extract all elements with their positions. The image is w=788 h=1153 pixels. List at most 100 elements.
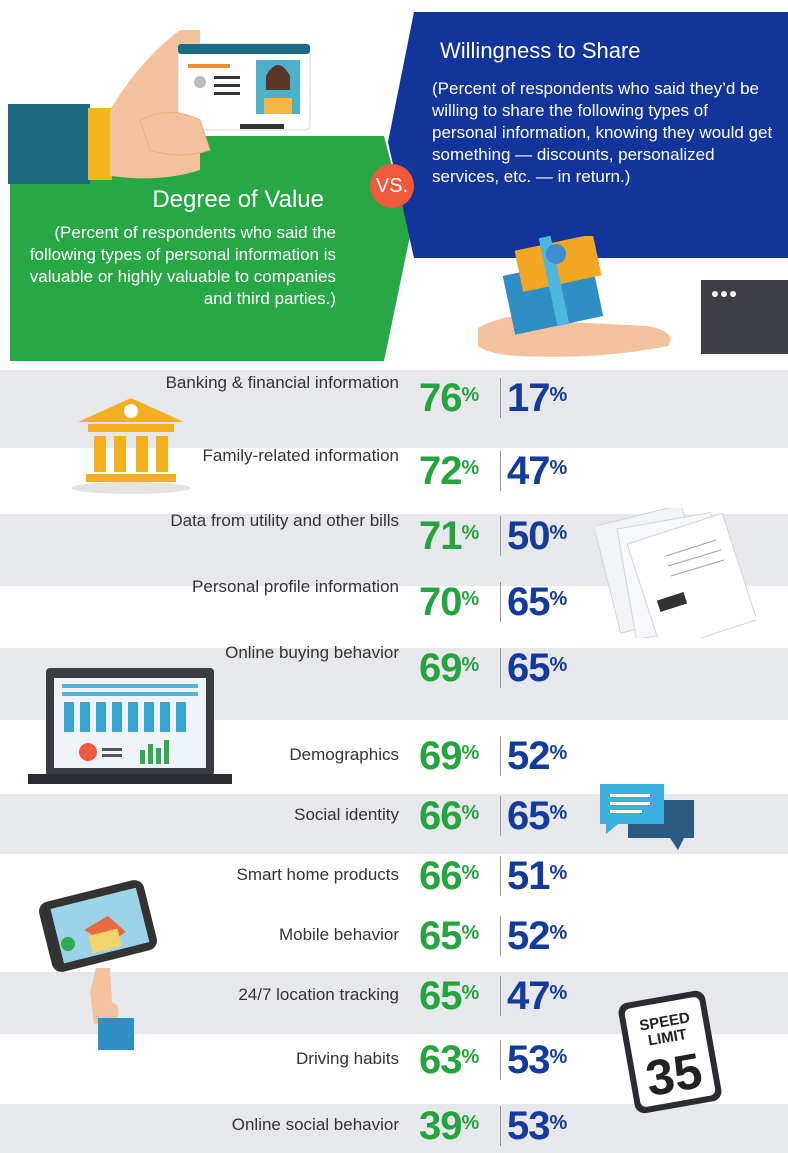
value-percent: 65% [419, 976, 480, 1016]
bank-icon [71, 398, 191, 494]
value-number: 70 [419, 580, 462, 624]
percent-sign: % [549, 742, 568, 764]
percent-sign: % [461, 982, 480, 1004]
value-percent: 39% [419, 1104, 480, 1148]
share-percent: 51% [507, 854, 567, 898]
value-divider [500, 516, 501, 556]
share-number: 65 [507, 794, 550, 838]
percent-sign: % [461, 457, 480, 479]
value-number: 66 [419, 854, 462, 898]
percent-sign: % [461, 922, 480, 944]
percent-sign: % [549, 384, 568, 406]
row-label: Personal profile information [192, 577, 399, 596]
value-percent: 71% [419, 514, 480, 558]
row-label: Banking & financial information [165, 373, 399, 392]
speed-sign-number: 35 [642, 1042, 707, 1107]
share-number: 65 [507, 646, 550, 690]
percent-sign: % [549, 982, 568, 1004]
value-percent: 76% [419, 376, 480, 420]
value-percent: 72% [419, 449, 480, 493]
share-number: 53 [507, 1038, 550, 1082]
value-percent: 66% [419, 796, 480, 836]
row-label: Social identity [294, 805, 399, 824]
browser-window-icon [701, 280, 788, 354]
share-percent: 53% [507, 1038, 568, 1082]
value-divider [500, 796, 501, 836]
value-divider [500, 856, 501, 896]
row-label: Mobile behavior [278, 925, 399, 944]
value-divider [500, 451, 501, 491]
tablet-house-icon [39, 880, 157, 1050]
share-number: 47 [507, 449, 550, 493]
percent-sign: % [549, 522, 568, 544]
share-number: 53 [507, 1104, 550, 1148]
share-percent: 53% [507, 1104, 568, 1148]
percent-sign: % [461, 384, 480, 406]
value-number: 69 [419, 734, 462, 778]
percent-sign: % [461, 1112, 480, 1134]
value-number: 72 [419, 449, 462, 493]
percent-sign: % [549, 1112, 568, 1134]
value-number: 63 [419, 1038, 462, 1082]
value-divider [500, 916, 501, 956]
percent-sign: % [461, 862, 480, 884]
share-number: 52 [507, 914, 550, 958]
percent-sign: % [461, 654, 480, 676]
share-number: 65 [507, 580, 550, 624]
value-description: (Percent of respondents who said the fol… [29, 223, 336, 308]
value-number: 71 [419, 514, 462, 558]
value-divider [500, 648, 501, 688]
percent-sign: % [461, 802, 480, 824]
share-percent: 65% [507, 646, 568, 690]
percent-sign: % [549, 654, 568, 676]
row-label: Demographics [289, 745, 399, 764]
percent-sign: % [549, 457, 568, 479]
value-percent: 70% [419, 580, 480, 624]
share-percent: 52% [507, 734, 568, 778]
value-number: 39 [419, 1104, 462, 1148]
value-percent: 65% [419, 914, 480, 958]
value-number: 76 [419, 376, 462, 420]
percent-sign: % [549, 922, 568, 944]
row-label: Driving habits [296, 1049, 399, 1068]
value-divider [500, 378, 501, 418]
share-number: 52 [507, 734, 550, 778]
laptop-icon [28, 668, 232, 784]
row-label: Data from utility and other bills [170, 511, 399, 530]
value-number: 65 [419, 914, 462, 958]
share-number: 51 [507, 854, 550, 898]
share-percent: 65% [507, 794, 567, 838]
id-card-icon [8, 30, 311, 184]
gift-icon [478, 236, 671, 357]
share-title: Willingness to Share [440, 38, 641, 63]
value-divider [500, 1106, 501, 1146]
chat-bubbles-icon [600, 784, 694, 850]
percent-sign: % [461, 742, 480, 764]
value-divider [500, 736, 501, 776]
share-description: (Percent of respondents who said they’d … [432, 79, 773, 186]
row-label: Family-related information [202, 446, 399, 465]
percent-sign: % [461, 522, 480, 544]
share-percent: 17% [507, 376, 568, 420]
value-title: Degree of Value [152, 186, 324, 213]
percent-sign: % [549, 1046, 568, 1068]
share-percent: 52% [507, 914, 568, 958]
share-number: 17 [507, 376, 550, 420]
row-label: Online social behavior [231, 1115, 399, 1134]
vs-badge: VS. [370, 164, 414, 208]
percent-sign: % [549, 588, 568, 610]
row-label: 24/7 location tracking [238, 985, 399, 1004]
row-label: Smart home products [236, 865, 399, 884]
value-divider [500, 582, 501, 622]
percent-sign: % [461, 588, 480, 610]
share-percent: 47% [507, 449, 568, 493]
value-percent: 66% [419, 854, 480, 898]
row-background [0, 1104, 788, 1153]
share-percent: 47% [507, 976, 568, 1016]
value-divider [500, 976, 501, 1016]
share-percent: 50% [507, 516, 568, 556]
value-divider [500, 1040, 501, 1080]
value-percent: 69% [419, 734, 480, 778]
percent-sign: % [461, 1046, 480, 1068]
value-percent: 69% [419, 648, 480, 688]
